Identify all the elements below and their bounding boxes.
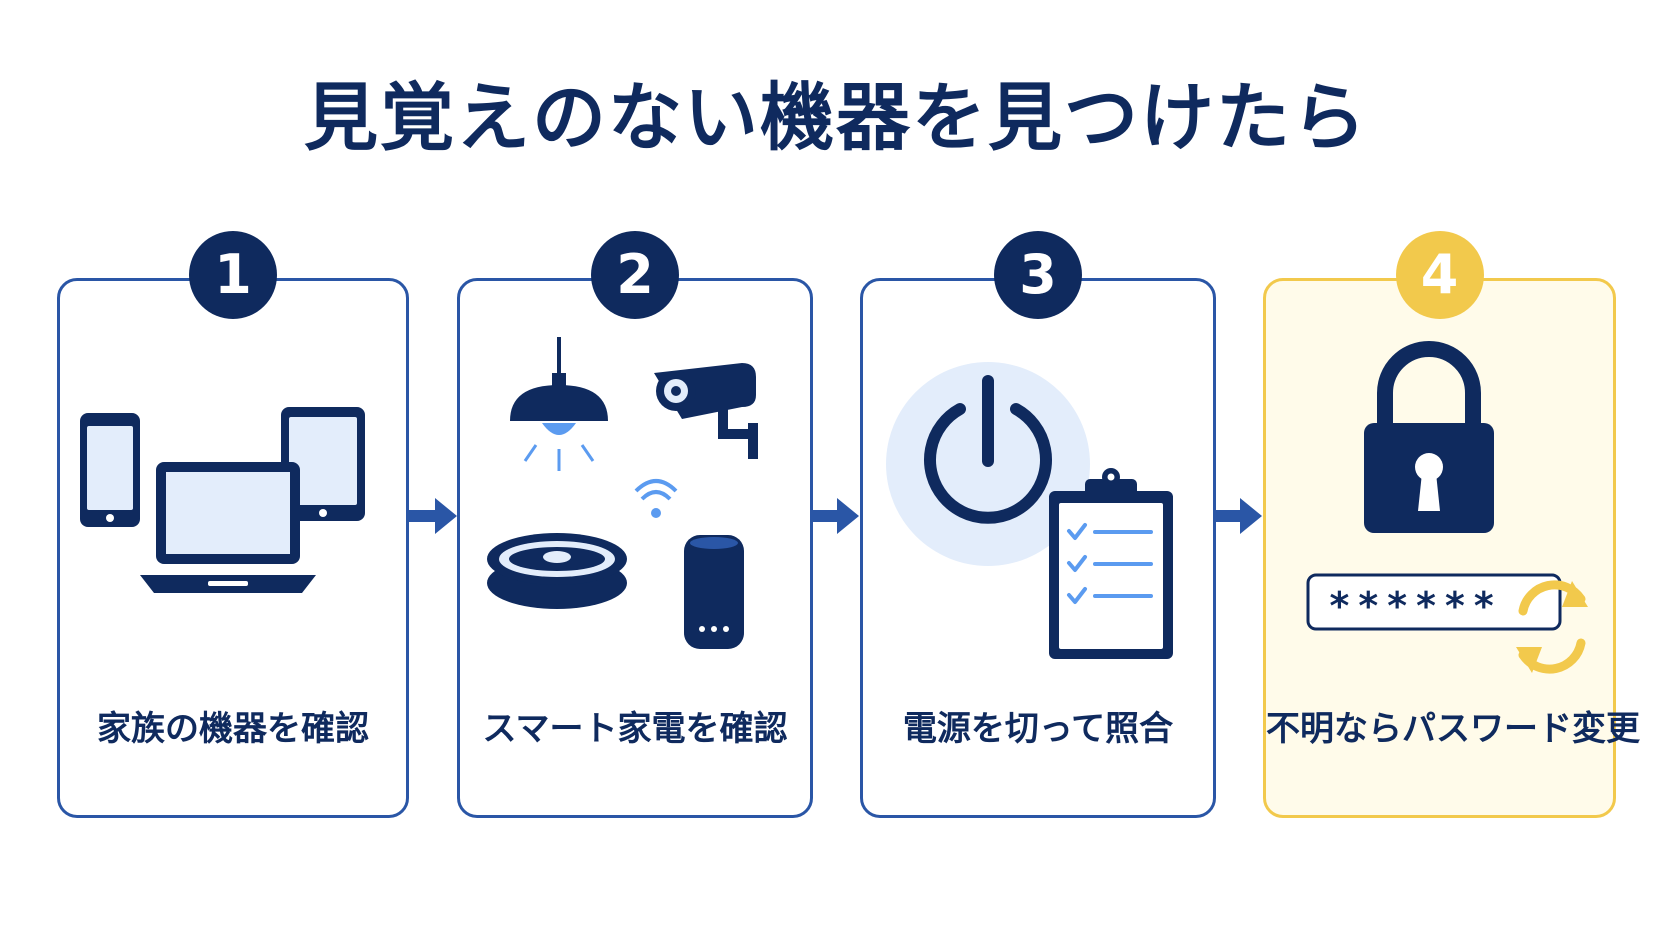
step-card-4: 4 ****** 不明ならパスワード変更 <box>1263 231 1640 818</box>
refresh-icon <box>1516 580 1588 674</box>
smart-appliances-illustration <box>487 337 758 649</box>
step-number-badge-1: 1 <box>189 231 277 319</box>
page-title: 見覚えのない機器を見つけたら <box>304 75 1368 161</box>
pendant-lamp-icon <box>510 337 608 471</box>
smart-speaker-icon <box>684 535 744 649</box>
arrow-right-icon <box>813 498 859 534</box>
step-card-2: 2 <box>457 231 813 818</box>
security-camera-icon <box>654 363 758 459</box>
robot-vacuum-icon <box>487 533 627 609</box>
step-number-badge-3: 3 <box>994 231 1082 319</box>
password-change-illustration: ****** <box>1306 341 1588 674</box>
padlock-icon <box>1364 341 1494 533</box>
password-field-icon: ****** <box>1306 573 1562 631</box>
power-icon <box>886 362 1090 566</box>
checklist-clipboard-icon <box>1049 468 1173 659</box>
step-label-3: 電源を切って照合 <box>902 709 1174 749</box>
password-mask: ****** <box>1328 584 1501 628</box>
family-devices-illustration <box>80 407 365 593</box>
laptop-icon <box>140 462 316 593</box>
arrow-right-icon <box>409 498 457 534</box>
step-card-1: 1 家族の機器を確認 <box>57 231 409 818</box>
step-label-1: 家族の機器を確認 <box>97 709 369 749</box>
step-label-4: 不明ならパスワード変更 <box>1266 709 1640 749</box>
step-card-3: 3 電源を切って照合 <box>860 231 1216 818</box>
arrow-right-icon <box>1216 498 1262 534</box>
tablet-icon <box>281 407 365 521</box>
step-label-2: スマート家電を確認 <box>482 709 788 749</box>
smartphone-icon <box>80 413 140 527</box>
step-number-badge-4: 4 <box>1395 231 1484 319</box>
power-and-verify-illustration <box>886 362 1173 659</box>
step-number-badge-2: 2 <box>591 231 679 319</box>
wifi-icon <box>634 479 678 518</box>
